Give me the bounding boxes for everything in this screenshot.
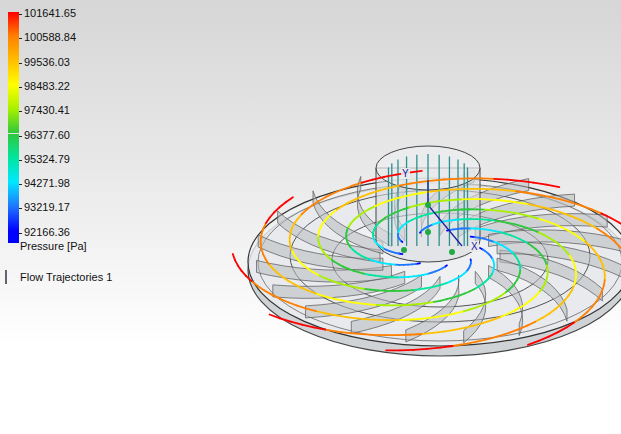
legend-value: 97430.41: [24, 104, 70, 117]
color-swatch: [8, 182, 19, 206]
color-swatch: [8, 85, 19, 109]
tick-mark: [19, 38, 22, 39]
tick-mark: [19, 184, 22, 185]
tick-mark: [19, 14, 22, 15]
quantity-label: Pressure [Pa]: [20, 240, 87, 253]
legend-value: 95324.79: [24, 153, 70, 166]
legend-value: 99536.03: [24, 56, 70, 69]
tick-mark: [19, 136, 22, 137]
impeller: [233, 146, 621, 356]
list-marker: [5, 270, 7, 284]
color-swatch: [8, 36, 19, 60]
legend-value: 94271.98: [24, 177, 70, 190]
tick-mark: [19, 233, 22, 234]
legend-value: 100588.84: [24, 31, 76, 44]
tick-mark: [19, 208, 22, 209]
legend-value: 96377.60: [24, 129, 70, 142]
legend-value: 93219.17: [24, 201, 70, 214]
color-swatch: [8, 206, 19, 230]
tick-mark: [19, 87, 22, 88]
tick-mark: [19, 111, 22, 112]
color-swatch: [8, 158, 19, 182]
axis-label: Y: [401, 168, 410, 179]
trajectory-label: Flow Trajectories 1: [20, 271, 112, 284]
color-swatch: [8, 231, 19, 243]
tick-mark: [19, 160, 22, 161]
tick-mark: [19, 63, 22, 64]
color-swatch: [8, 109, 19, 133]
axis-label: X: [470, 241, 479, 252]
color-swatch: [8, 134, 19, 158]
color-swatch: [8, 12, 19, 36]
legend-value: 92166.36: [24, 226, 70, 239]
legend-value: 98483.22: [24, 80, 70, 93]
legend-value: 101641.65: [24, 7, 76, 20]
color-swatch: [8, 61, 19, 85]
